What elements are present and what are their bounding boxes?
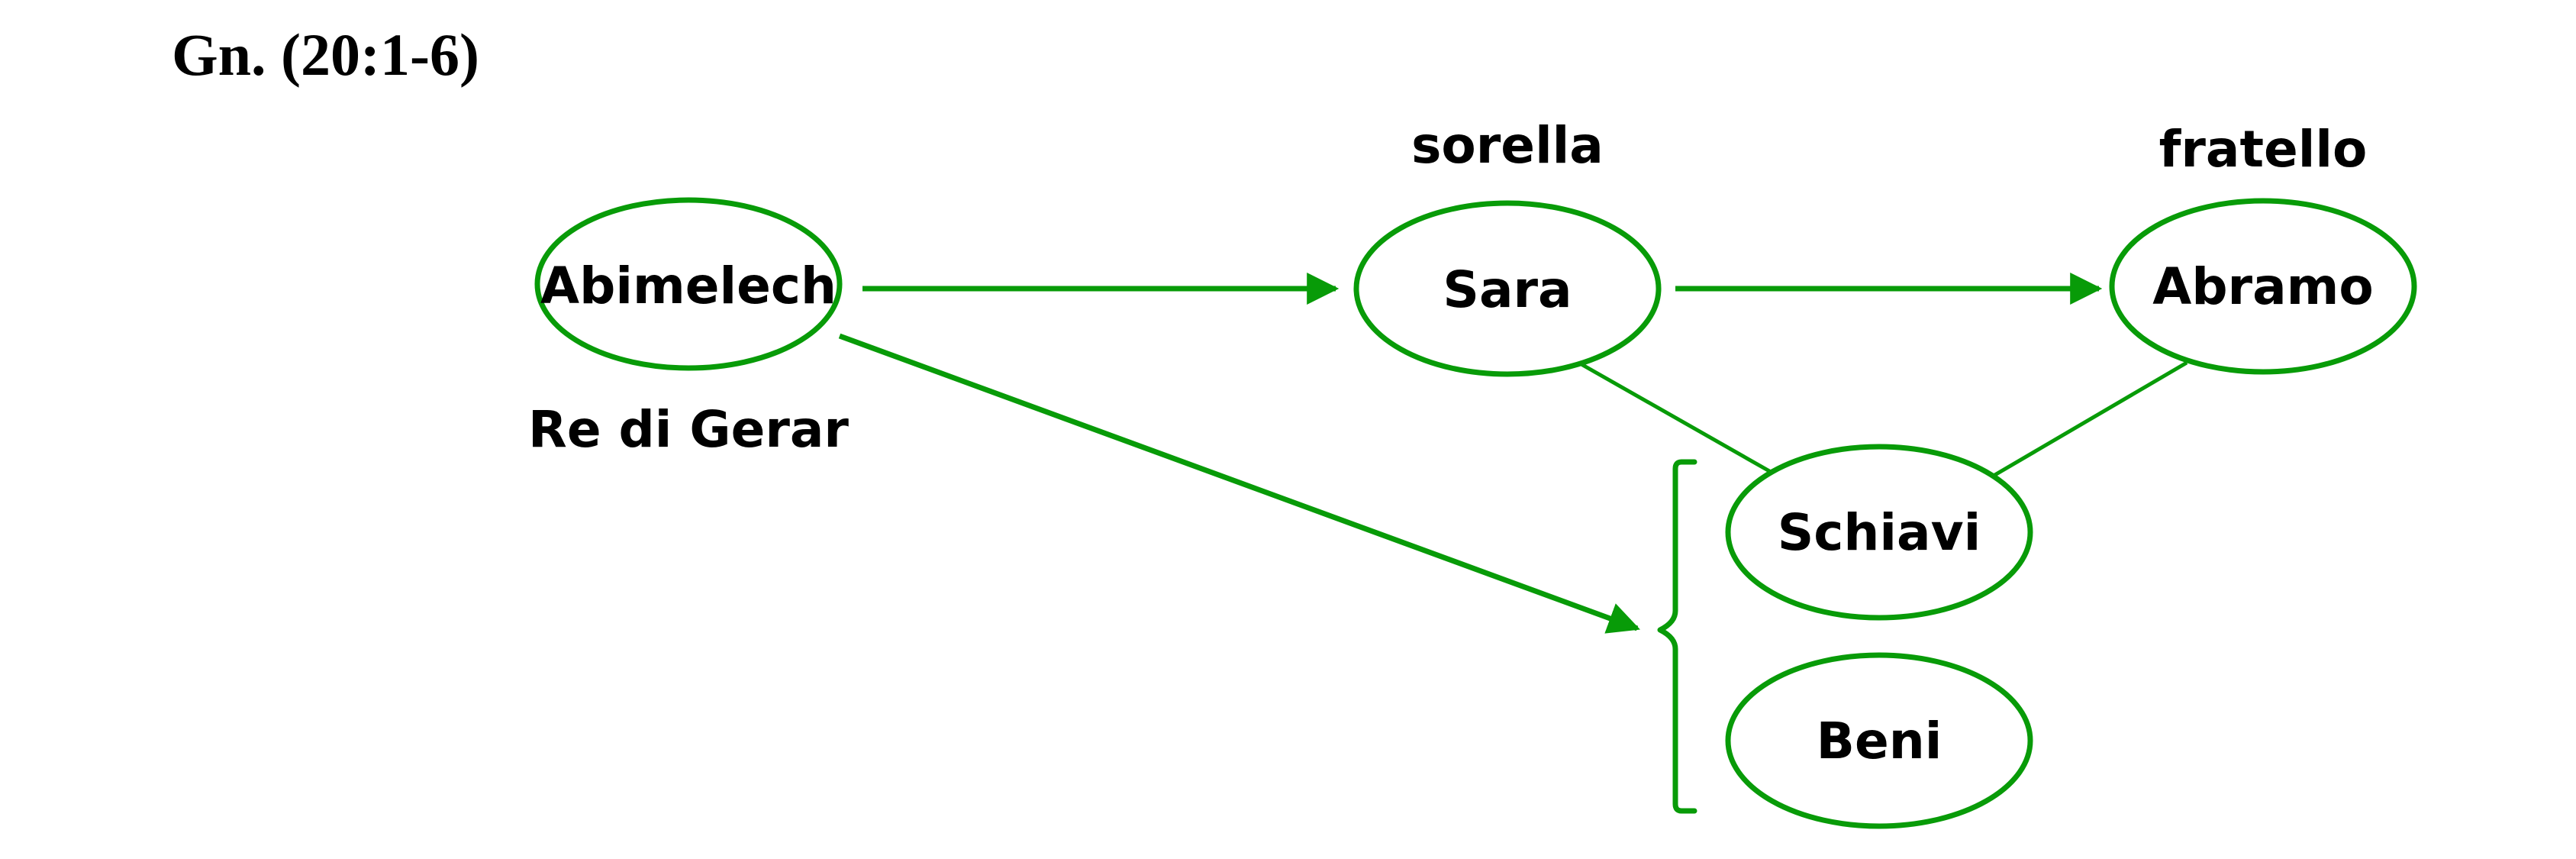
node-sara-label: Sara	[1443, 260, 1572, 319]
node-sara-ellipse	[1353, 200, 1662, 377]
line-sara-schiavi	[1578, 361, 1772, 474]
node-abramo-label: Abramo	[2152, 257, 2374, 316]
node-beni[interactable]: Beni	[1725, 652, 2033, 829]
caption-sorella: sorella	[1411, 116, 1604, 175]
node-abimelech-label: Abimelech	[540, 257, 837, 315]
node-abimelech-ellipse	[534, 197, 843, 371]
node-schiavi-ellipse	[1725, 444, 2033, 621]
node-schiavi[interactable]: Schiavi	[1725, 444, 2033, 621]
diagram-title: Gn. (20:1-6)	[172, 21, 479, 88]
arrow-abimelech-to-group	[838, 333, 1640, 634]
node-beni-ellipse	[1725, 652, 2033, 829]
node-schiavi-label: Schiavi	[1778, 503, 1981, 562]
node-beni-label: Beni	[1817, 712, 1942, 770]
group-brace	[1657, 459, 1697, 814]
line-abramo-schiavi	[1987, 360, 2188, 481]
caption-re-di-gerar: Re di Gerar	[528, 400, 849, 459]
node-abramo-ellipse	[2109, 198, 2417, 375]
node-abramo[interactable]: Abramo	[2109, 198, 2417, 375]
caption-fratello: fratello	[2159, 120, 2368, 179]
node-abimelech[interactable]: Abimelech	[534, 197, 843, 371]
node-sara[interactable]: Sara	[1353, 200, 1662, 377]
